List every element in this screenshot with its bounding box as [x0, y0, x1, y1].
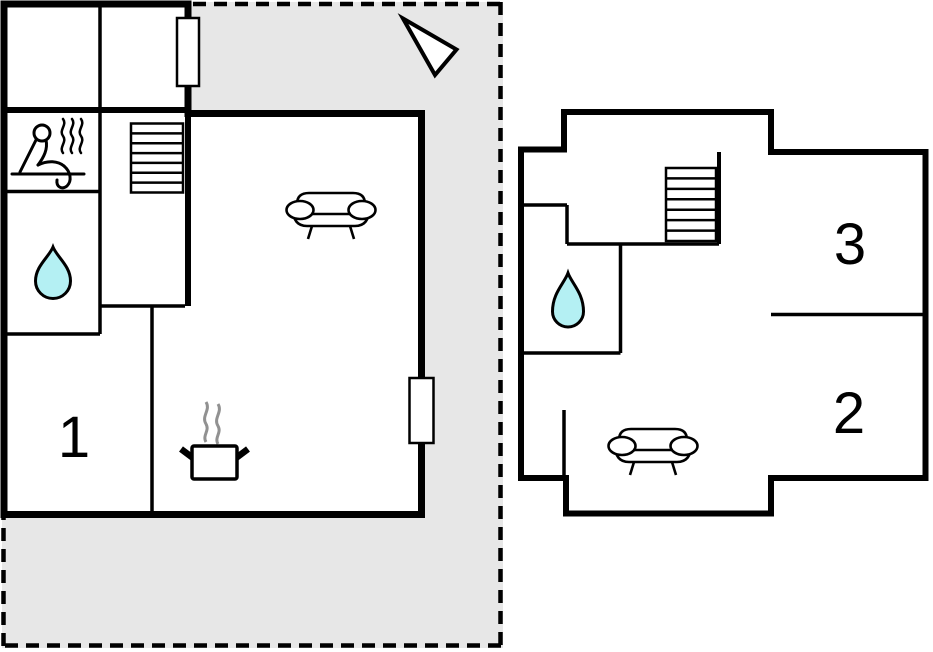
water-drop-icon [33, 242, 73, 300]
staircase-icon [129, 122, 185, 194]
room-label-1: 1 [58, 405, 90, 470]
plot-boundary-dashed [1, 1, 503, 648]
cooking-pot-icon [179, 401, 250, 481]
room-label-3: 3 [834, 212, 866, 277]
window [408, 376, 435, 445]
room-label-2: 2 [833, 381, 865, 446]
upper-floor-outer-walls [518, 109, 929, 517]
staircase-icon [664, 166, 718, 243]
north-arrow-icon [397, 13, 460, 79]
sauna-icon [10, 117, 86, 190]
terrace-area [2, 2, 503, 648]
upper-floor-inner-walls [521, 152, 925, 477]
upper-floor-plan: 3 2 [518, 109, 929, 517]
ground-floor-inner-walls [4, 7, 191, 512]
window [175, 16, 201, 88]
ground-floor-outer-walls [0, 0, 425, 518]
water-drop-icon [550, 268, 586, 329]
ground-floor-plan: 1 [0, 0, 435, 518]
